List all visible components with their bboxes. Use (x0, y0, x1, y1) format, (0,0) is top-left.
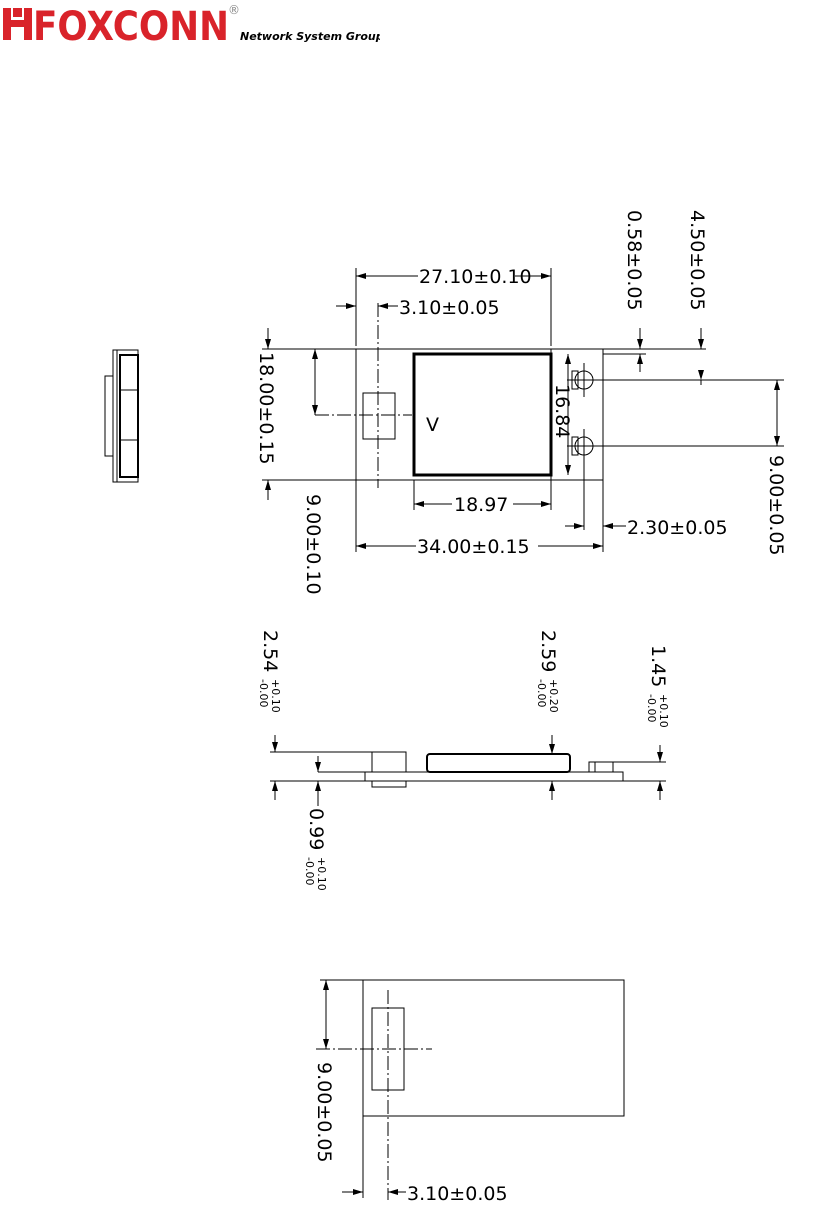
dim-shield-offset: 27.10±0.10 (419, 266, 532, 288)
edge-view (105, 350, 138, 482)
svg-text:2.54: 2.54 (259, 630, 281, 672)
svg-text:-0.00: -0.00 (303, 857, 316, 885)
orientation-mark: V (426, 414, 439, 436)
side-view: 2.54 +0.10 -0.00 0.99 +0.10 -0.00 2.59 (257, 630, 670, 891)
dim-overall-width: 18.00±0.15 (255, 352, 277, 465)
dim-shield-height: 2.59 +0.20 -0.00 (535, 630, 560, 713)
dim-pad-height: 1.45 +0.10 -0.00 (645, 645, 670, 728)
dim-shield-width: 16.84 (551, 384, 573, 438)
dim-half-width: 9.00±0.10 (302, 494, 324, 595)
dim-pad-edge: 2.30±0.05 (627, 517, 728, 539)
dim-pad-inset: 0.58±0.05 (623, 210, 645, 311)
svg-text:1.45: 1.45 (647, 645, 669, 687)
dim-overall-length: 34.00±0.15 (417, 536, 530, 558)
top-view: V 27.10±0.10 (255, 210, 787, 595)
svg-text:-0.00: -0.00 (645, 694, 658, 722)
bottom-view: 9.00±0.05 3.10±0.05 (313, 980, 624, 1205)
svg-text:2.59: 2.59 (537, 630, 559, 672)
dim-bottom-center: 9.00±0.05 (313, 1062, 335, 1163)
dim-bottom-connector-offset: 3.10±0.05 (407, 1183, 508, 1205)
dim-connector-offset: 3.10±0.05 (399, 297, 500, 319)
svg-text:-0.00: -0.00 (257, 679, 270, 707)
dim-shield-length: 18.97 (454, 494, 508, 516)
dim-pad-offset: 4.50±0.05 (686, 210, 708, 311)
dim-connector-height: 2.54 +0.10 -0.00 (257, 630, 282, 713)
dim-board-thickness: 0.99 +0.10 -0.00 (303, 808, 328, 891)
svg-text:-0.00: -0.00 (535, 679, 548, 707)
svg-text:0.99: 0.99 (305, 808, 327, 850)
dim-pad-pitch: 9.00±0.05 (765, 455, 787, 556)
